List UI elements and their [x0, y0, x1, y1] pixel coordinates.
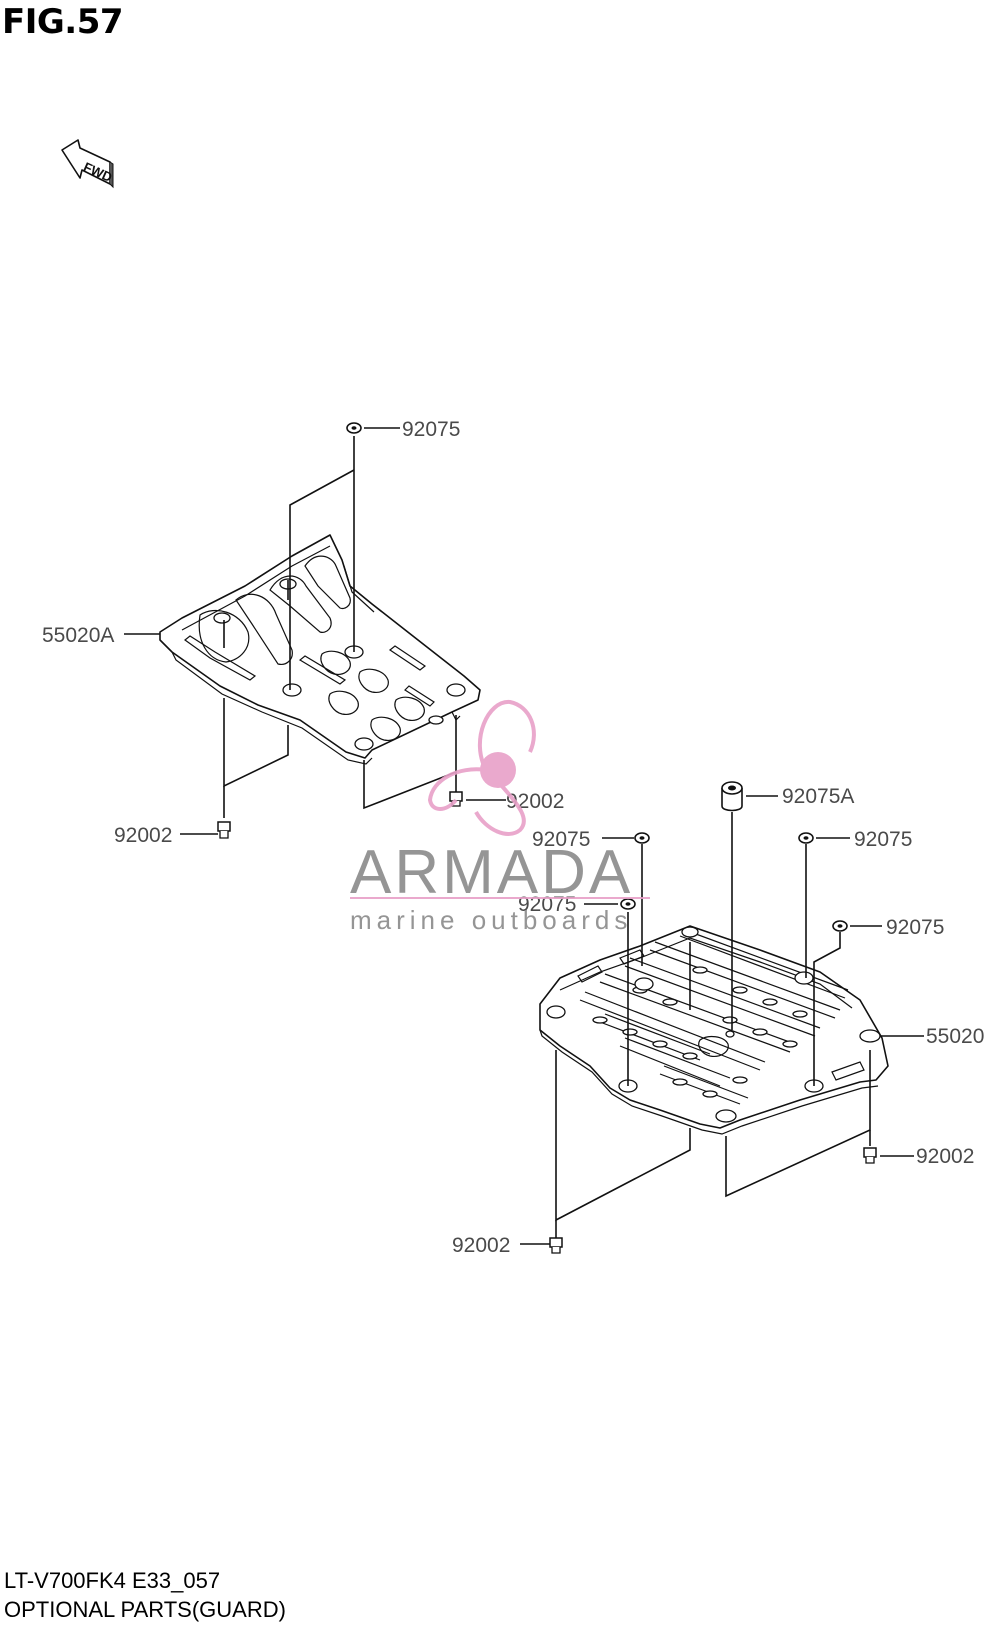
- lower-assembly-lines: [520, 795, 924, 1245]
- upper-assembly-lines: [124, 427, 506, 835]
- upper-bolt-left: [217, 821, 231, 839]
- lower-skid-plate: [539, 925, 889, 1135]
- lower-washer-right-top: [798, 832, 814, 844]
- lower-bolt-left: [549, 1237, 563, 1254]
- section-name: OPTIONAL PARTS(GUARD): [4, 1597, 286, 1622]
- lower-collar: [721, 781, 743, 812]
- callout-lower-washer-right-top: 92075: [854, 828, 912, 851]
- callout-lower-bolt-left: 92002: [452, 1234, 510, 1257]
- upper-skid-plate: [159, 534, 481, 765]
- callout-lower-collar: 92075A: [782, 785, 854, 808]
- callout-upper-bolt-left: 92002: [114, 824, 172, 847]
- callout-lower-washer-right-mid: 92075: [886, 916, 944, 939]
- callout-upper-washer: 92075: [402, 418, 460, 441]
- callout-upper-guard: 55020A: [42, 624, 114, 647]
- lower-washer-right-mid: [832, 920, 848, 932]
- watermark-brand: ARMADA: [350, 838, 633, 907]
- callout-lower-bolt-right: 92002: [916, 1145, 974, 1168]
- watermark-tagline: marine outboards: [350, 905, 632, 935]
- callout-lower-guard: 55020: [926, 1025, 984, 1048]
- fwd-arrow-icon: FWD: [61, 139, 114, 189]
- upper-washer: [346, 422, 362, 434]
- propeller-logo-icon: [427, 700, 536, 836]
- lower-washer-left-top: [634, 832, 650, 844]
- callout-lower-washer-left-top: 92075: [532, 828, 590, 851]
- lower-plate-ribs: [579, 929, 849, 1105]
- model-code: LT-V700FK4 E33_057: [4, 1568, 221, 1593]
- lower-bolt-right: [863, 1147, 877, 1164]
- figure-title: FIG.57: [2, 2, 124, 42]
- watermark: ARMADA marine outboards: [350, 700, 650, 935]
